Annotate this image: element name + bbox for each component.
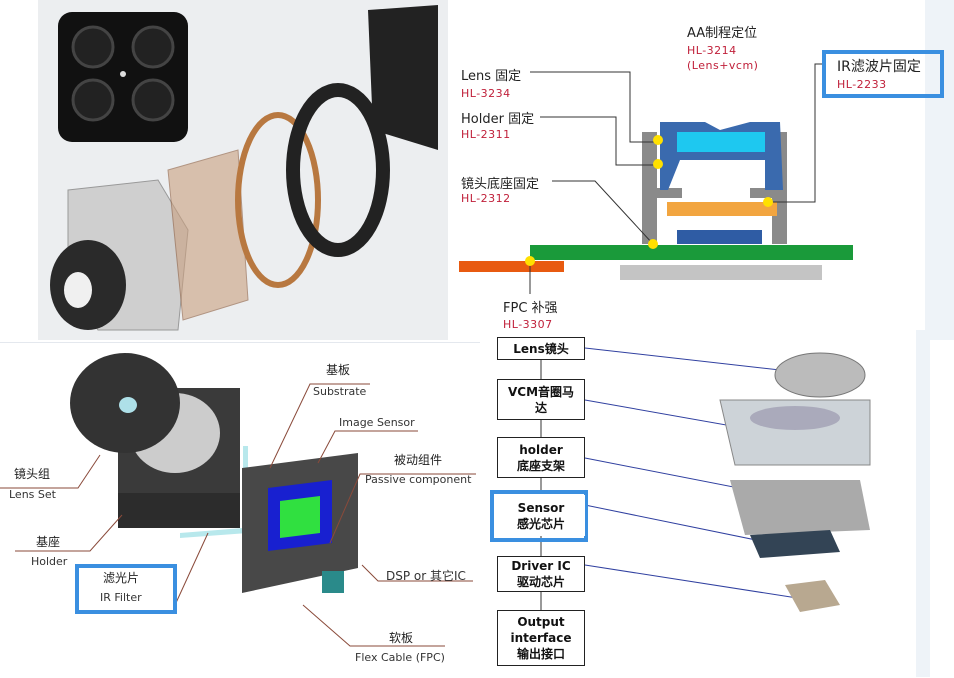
flow-holder-line2: 底座支架 xyxy=(516,458,565,473)
module-drawing xyxy=(0,353,476,647)
fpc-label: FPC 补强 xyxy=(503,301,558,316)
flow-lens: Lens镜头 xyxy=(497,337,585,360)
labeled-exploded-diagram: 基板 Substrate Image Sensor 被动组件 Passive c… xyxy=(0,342,480,677)
flow-output-line3: 输出接口 xyxy=(516,647,565,661)
passive-cn: 被动组件 xyxy=(394,453,443,467)
flow-vcm-line1: VCM音圈马 xyxy=(507,384,575,399)
flow-driver-line2: 驱动芯片 xyxy=(516,575,565,589)
camera-parts-illustration xyxy=(50,5,438,331)
ir-fix-highlight xyxy=(822,50,944,98)
substrate-cn: 基板 xyxy=(326,363,351,377)
holder-cn: 基座 xyxy=(36,535,61,549)
flow-output: Output interface 输出接口 xyxy=(497,610,585,666)
cross-section-drawing xyxy=(459,0,954,340)
holder-fix-label: Holder 固定 xyxy=(461,112,535,127)
ir-fix-code: HL-2233 xyxy=(837,78,887,91)
dsp-label: DSP or 其它IC xyxy=(386,569,466,583)
holder-fix-code: HL-2311 xyxy=(461,128,511,141)
lens-fix-label: Lens 固定 xyxy=(461,69,522,84)
flow-output-line1: Output xyxy=(517,615,565,629)
camera-exploded-photo xyxy=(38,0,448,340)
lens-fix-code: HL-3234 xyxy=(461,87,511,100)
flow-vcm-line2: 达 xyxy=(534,400,547,415)
fpc-code: HL-3307 xyxy=(503,318,553,331)
flow-lens-label: Lens镜头 xyxy=(513,341,569,356)
passive-en: Passive component xyxy=(365,473,472,486)
lens-set-cn: 镜头组 xyxy=(14,467,51,481)
aa-note: (Lens+vcm) xyxy=(687,59,759,72)
ir-filter-highlight xyxy=(75,564,177,614)
aa-label: AA制程定位 xyxy=(687,26,758,41)
ir-filter-en: IR Filter xyxy=(100,591,142,604)
flow-driver-line1: Driver IC xyxy=(511,559,571,573)
fpc-cn: 软板 xyxy=(389,631,414,645)
flow-sensor-line2: 感光芯片 xyxy=(516,516,565,531)
sensor-highlight xyxy=(490,490,588,542)
flowchart-drawing xyxy=(540,330,930,677)
substrate-en: Substrate xyxy=(313,385,367,398)
image-sensor-label: Image Sensor xyxy=(339,416,415,429)
lens-set-en: Lens Set xyxy=(9,488,56,501)
fpc-en: Flex Cable (FPC) xyxy=(355,651,445,664)
holder-en: Holder xyxy=(31,555,68,568)
flow-output-line2: interface xyxy=(510,631,572,645)
aa-code: HL-3214 xyxy=(687,44,737,57)
base-fix-code: HL-2312 xyxy=(461,192,511,205)
ir-filter-cn: 滤光片 xyxy=(103,571,140,585)
flow-vcm: VCM音圈马达 xyxy=(497,379,585,420)
ir-fix-label: IR滤波片固定 xyxy=(837,59,921,75)
flow-holder-line1: holder xyxy=(519,442,563,457)
flow-driver-ic: Driver IC 驱动芯片 xyxy=(497,556,585,592)
cross-section-diagram: AA制程定位 HL-3214 (Lens+vcm) Lens 固定 HL-323… xyxy=(450,0,954,340)
flow-sensor-line1: Sensor xyxy=(517,500,565,515)
base-fix-label: 镜头底座固定 xyxy=(461,177,540,192)
